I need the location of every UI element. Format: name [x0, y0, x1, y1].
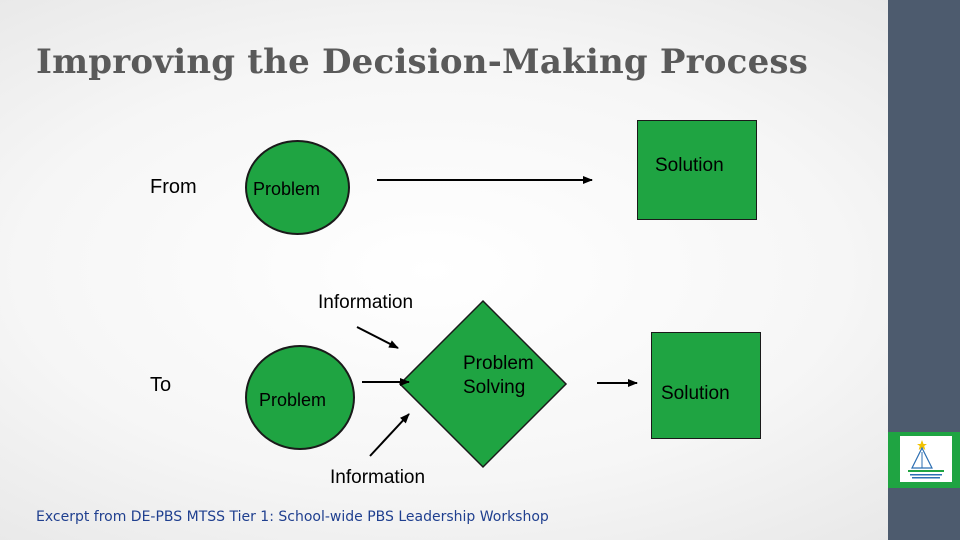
- arrow-information-top: [356, 326, 399, 349]
- solution-label-bottom: Solution: [661, 383, 730, 404]
- problem-label-top: Problem: [253, 179, 321, 199]
- pbs-logo: [900, 436, 952, 482]
- problem-solving-label-line2: Solving: [463, 377, 526, 398]
- from-label: From: [150, 176, 197, 198]
- solution-label-top: Solution: [655, 155, 724, 176]
- problem-circle-top: [245, 140, 350, 235]
- tree-logo-icon: [908, 440, 944, 479]
- diagram-arrows: [356, 176, 638, 457]
- solution-box-bottom: [651, 332, 761, 439]
- information-label-bottom: Information: [330, 467, 426, 488]
- to-label: To: [150, 374, 172, 396]
- solution-box-top: [637, 120, 757, 220]
- problem-solving-label-line1: Problem: [463, 353, 534, 374]
- slide-footer: Excerpt from DE-PBS MTSS Tier 1: School-…: [36, 509, 549, 525]
- information-label-top: Information: [318, 292, 414, 313]
- arrow-information-bottom: [369, 413, 410, 457]
- problem-label-bottom: Problem: [259, 390, 327, 410]
- slide-title: Improving the Decision-Making Process: [36, 42, 809, 82]
- problem-circle-bottom: [245, 345, 355, 450]
- problem-solving-diamond: [398, 299, 568, 469]
